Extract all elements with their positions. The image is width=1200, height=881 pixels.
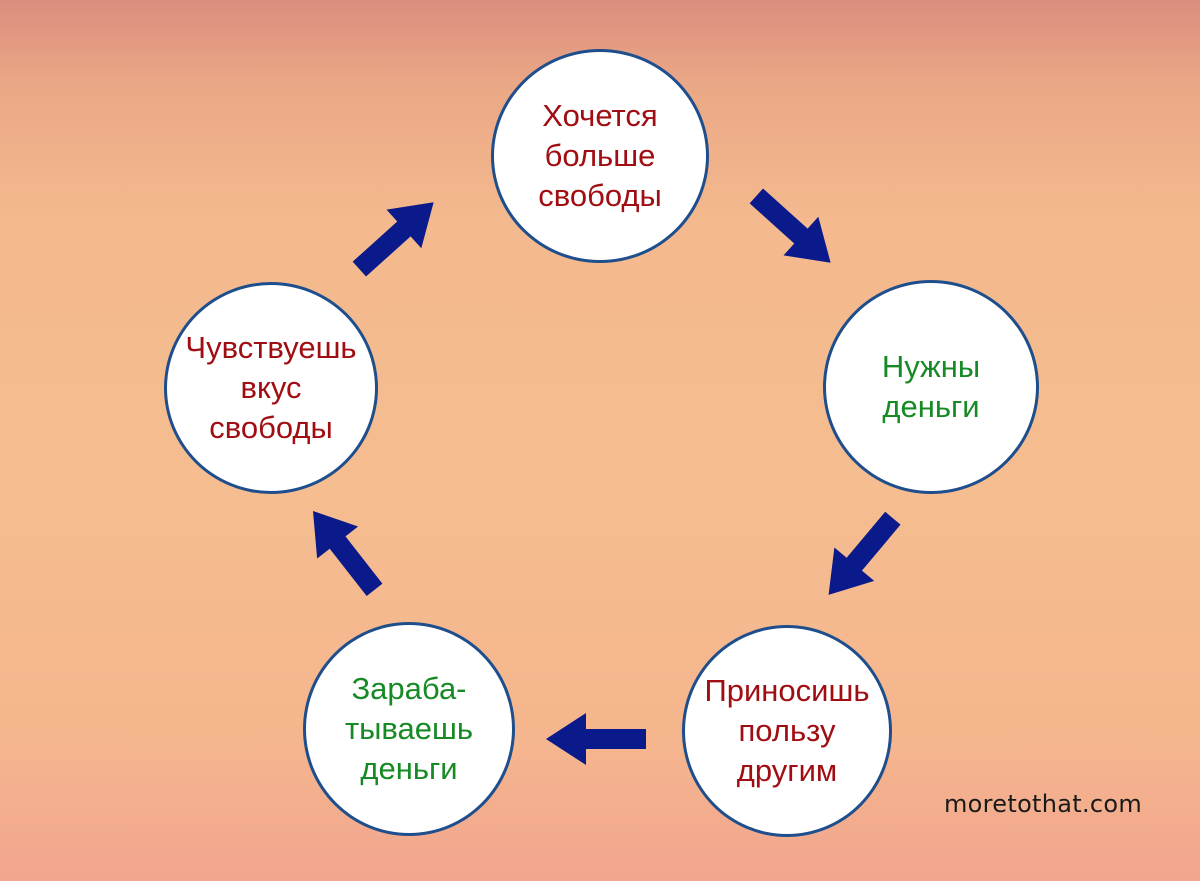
site-credit: moretothat.com [944,790,1143,818]
node-earn-money: Зараба- тываешь деньги [303,622,515,836]
node-label: Зараба- тываешь деньги [344,671,474,786]
node-label: Чувствуешь вкус свободы [185,330,357,445]
arrow-1-to-2 [738,176,849,283]
node-label: Нужны деньги [881,349,981,424]
arrow-5-to-1 [341,182,452,289]
arrow-4-to-5 [292,495,396,606]
node-benefit-others: Приносишь пользу другим [682,625,892,837]
node-label: Хочется больше свободы [538,98,662,213]
node-taste-freedom: Чувствуешь вкус свободы [164,282,378,494]
arrow-2-to-3 [808,501,913,612]
arrow-3-to-4 [546,713,646,765]
node-label: Приносишь пользу другим [704,673,870,788]
node-need-money: Нужны деньги [823,280,1039,494]
node-want-freedom: Хочется больше свободы [491,49,709,263]
